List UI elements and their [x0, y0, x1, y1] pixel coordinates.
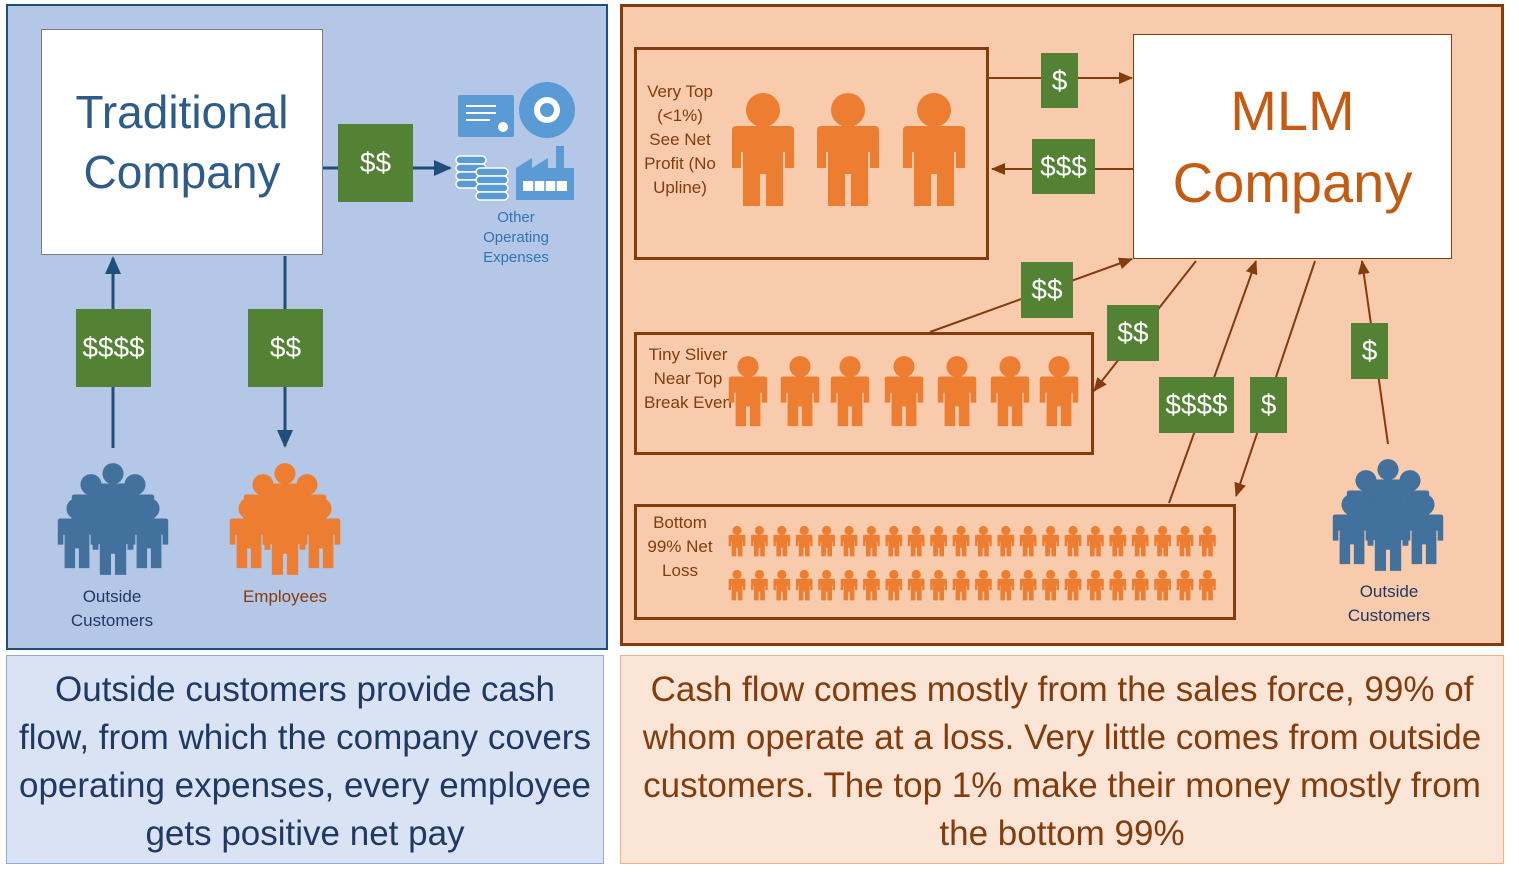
- person-icon: [795, 569, 813, 601]
- person-icon: [1042, 569, 1059, 601]
- person-icon: [884, 356, 924, 427]
- person-icon: [1064, 525, 1082, 557]
- person-icon: [990, 356, 1030, 427]
- person-icon: [728, 569, 746, 601]
- middle-tier-label: Tiny Sliver Near Top Break Even: [644, 345, 732, 412]
- person-icon: [1176, 525, 1194, 557]
- person-icon: [1019, 569, 1037, 601]
- company-to-top-badge: $$$: [1032, 139, 1095, 194]
- person-icon: [818, 569, 835, 601]
- top-to-company-badge: $: [1041, 53, 1078, 108]
- employees-people-group-icon: [230, 463, 340, 575]
- person-icon: [1109, 569, 1127, 601]
- person-icon: [773, 525, 791, 557]
- person-icon: [930, 569, 947, 601]
- person-icon: [817, 93, 879, 206]
- customer-payment-badge: $$$$: [76, 309, 151, 387]
- person-icon: [1019, 525, 1037, 557]
- top-tier-people: [732, 93, 965, 206]
- bottom-tier-box: [634, 504, 1236, 620]
- person-icon: [1109, 525, 1127, 557]
- mlm-outside-customers-label: Outside Customers: [1347, 582, 1431, 625]
- mlm-customers-people-group-icon: [1333, 459, 1443, 571]
- person-icon: [1154, 525, 1171, 557]
- middle-to-company-badge: $$: [1021, 262, 1073, 318]
- top-tier-label: Very Top (<1%) See Net Profit (No Upline…: [644, 82, 716, 197]
- person-icon: [1131, 525, 1149, 557]
- person-icon: [1039, 356, 1079, 427]
- person-icon: [930, 525, 947, 557]
- person-icon: [728, 356, 768, 427]
- person-icon: [975, 525, 992, 557]
- person-icon: [840, 569, 858, 601]
- person-icon: [907, 569, 925, 601]
- person-icon: [937, 356, 977, 427]
- person-icon: [732, 93, 794, 206]
- person-icon: [751, 525, 768, 557]
- person-icon: [830, 356, 870, 427]
- coins-icon: [455, 155, 509, 201]
- company-to-bottom-badge: $: [1250, 377, 1287, 433]
- person-icon: [1042, 525, 1059, 557]
- mlm-caption: Cash flow comes mostly from the sales fo…: [620, 655, 1504, 864]
- employee-payment-badge: $$: [248, 309, 323, 387]
- top-tier-box: [634, 47, 989, 260]
- certificate-icon: [458, 95, 514, 137]
- disc-icon: [519, 82, 575, 138]
- expenses-label: Other Operating Expenses: [483, 209, 549, 266]
- person-icon: [795, 525, 813, 557]
- person-icon: [1087, 525, 1104, 557]
- person-icon: [1087, 569, 1104, 601]
- middle-tier-people: [728, 356, 1079, 427]
- middle-tier-box: [634, 332, 1094, 455]
- person-icon: [1199, 525, 1216, 557]
- person-icon: [773, 569, 791, 601]
- person-icon: [952, 569, 970, 601]
- person-icon: [751, 569, 768, 601]
- person-icon: [818, 525, 835, 557]
- factory-icon: [516, 146, 574, 200]
- person-icon: [885, 525, 903, 557]
- person-icon: [1131, 569, 1149, 601]
- person-icon: [1154, 569, 1171, 601]
- bottom-tier-people: [728, 525, 1216, 601]
- person-icon: [840, 525, 858, 557]
- person-icon: [780, 356, 820, 427]
- outside-customers-label: Outside Customers: [70, 587, 154, 630]
- person-icon: [728, 525, 746, 557]
- bottom-tier-label: Bottom 99% Net Loss: [647, 513, 713, 580]
- person-icon: [903, 93, 965, 206]
- person-icon: [907, 525, 925, 557]
- outside-customers-people-group-icon: [58, 463, 168, 575]
- expense-payment-badge: $$: [338, 124, 413, 202]
- person-icon: [863, 525, 880, 557]
- company-to-middle-badge: $$: [1107, 305, 1159, 361]
- person-icon: [863, 569, 880, 601]
- person-icon: [997, 525, 1015, 557]
- employees-label: Employees: [242, 587, 328, 606]
- person-icon: [1199, 569, 1216, 601]
- bottom-to-company-badge: $$$$: [1159, 377, 1234, 433]
- person-icon: [885, 569, 903, 601]
- person-icon: [997, 569, 1015, 601]
- person-icon: [952, 525, 970, 557]
- customers-to-mlm-badge: $: [1351, 323, 1388, 379]
- person-icon: [1176, 569, 1194, 601]
- person-icon: [975, 569, 992, 601]
- traditional-caption: Outside customers provide cash flow, fro…: [6, 655, 604, 864]
- person-icon: [1064, 569, 1082, 601]
